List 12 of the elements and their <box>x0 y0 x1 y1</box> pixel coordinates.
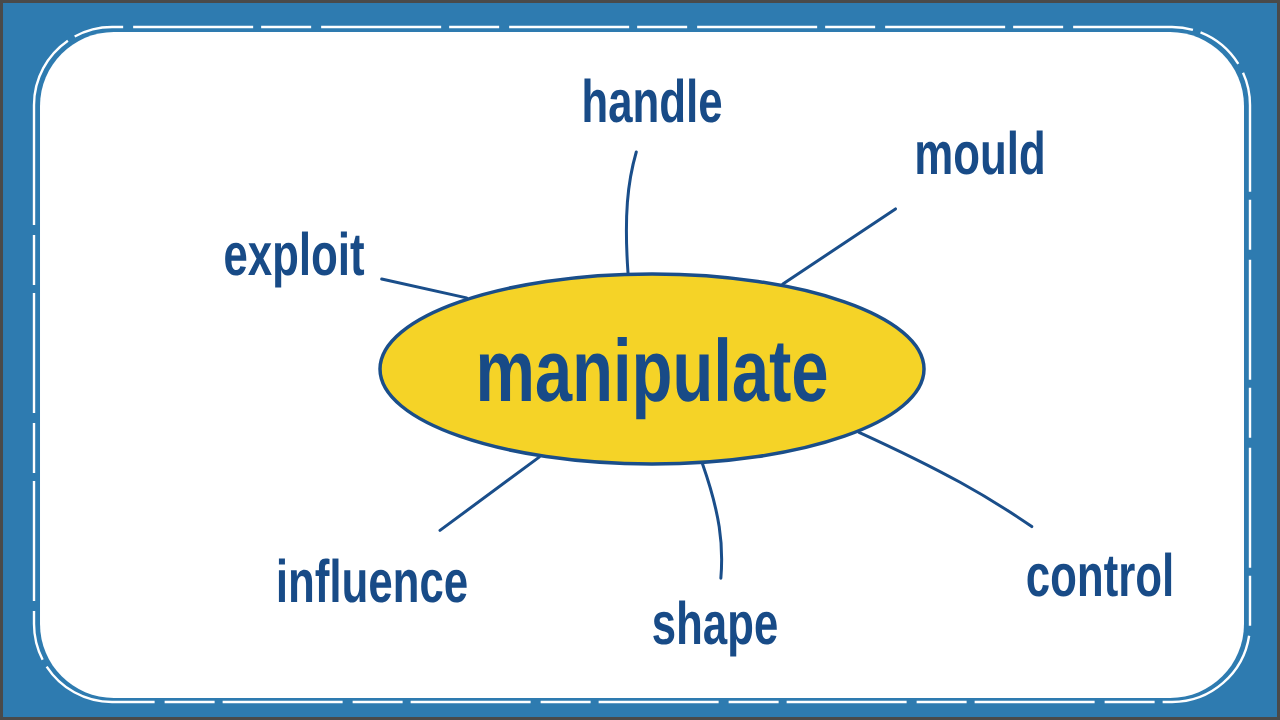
connector-line <box>624 150 638 275</box>
word-label: control <box>1027 552 1172 597</box>
word-label: influence <box>278 558 467 603</box>
connector-line <box>701 462 724 580</box>
connector-line <box>857 430 1034 529</box>
word-label: mould <box>917 130 1043 175</box>
connector-line <box>380 277 469 300</box>
word-label: exploit <box>225 231 365 288</box>
connector-line <box>781 207 897 286</box>
connector-line <box>438 455 541 532</box>
word-label: shape <box>653 600 777 657</box>
word-label: handle <box>584 78 722 123</box>
